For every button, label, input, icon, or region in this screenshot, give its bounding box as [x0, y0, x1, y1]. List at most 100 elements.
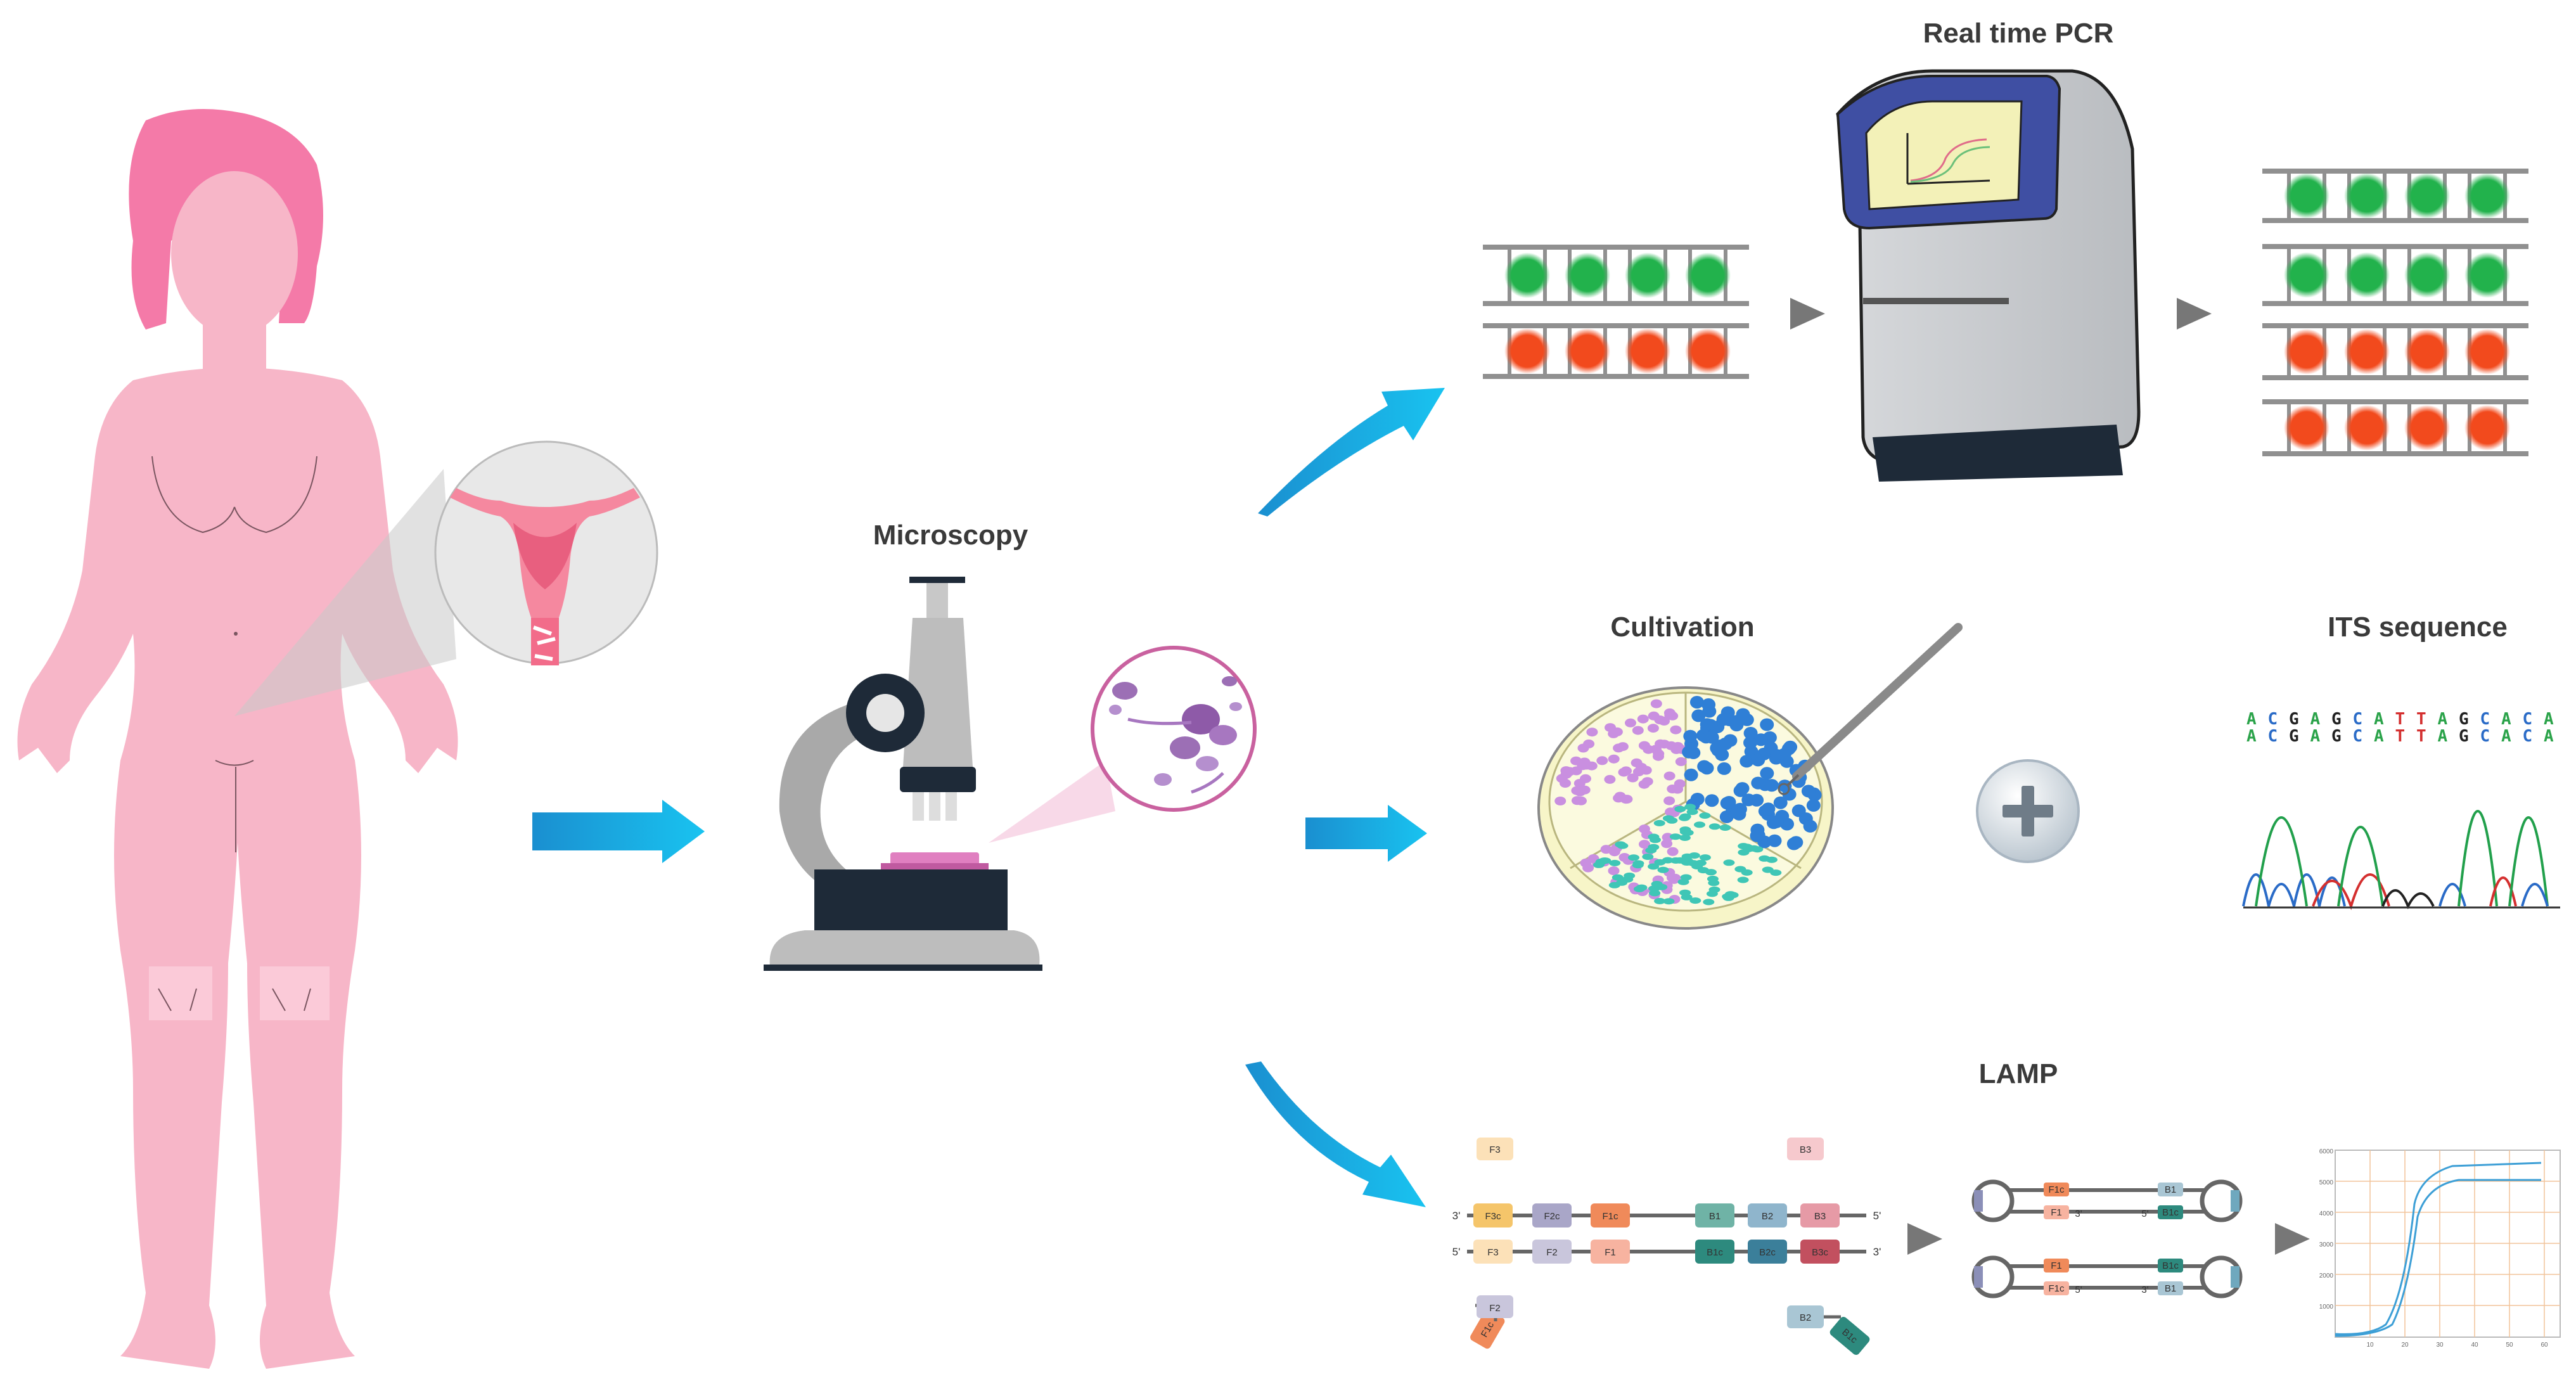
lamp-primer-label: F3	[1487, 1247, 1499, 1258]
svg-text:F1c: F1c	[2048, 1283, 2065, 1294]
its-base-letter: A	[2438, 727, 2448, 746]
grey-chevron-icon	[1790, 298, 1825, 330]
its-base-letter: C	[2353, 710, 2363, 729]
its-base-letter: G	[2289, 727, 2299, 746]
lamp-primer-box	[1591, 1240, 1630, 1264]
svg-text:B1: B1	[2165, 1184, 2176, 1195]
lamp-primer-box	[1591, 1203, 1630, 1228]
green-fluor-dot	[2404, 252, 2450, 298]
amp-y-tick: 2000	[2319, 1272, 2334, 1279]
its-sequence-title: ITS sequence	[2328, 612, 2508, 643]
petri-dish-icon	[1537, 623, 1963, 930]
lamp-primer-label: B3c	[1812, 1247, 1828, 1258]
head-shape	[171, 171, 298, 336]
dumbbell-bottom: F1 F1c 5' 3' B1c B1	[1971, 1255, 2243, 1298]
amp-y-tick: 4000	[2319, 1210, 2334, 1217]
lamp-primer-label: F1	[1605, 1247, 1616, 1258]
uterus-icon	[450, 488, 640, 665]
green-fluor-dot	[1625, 252, 1670, 298]
its-base-letter: A	[2374, 727, 2384, 746]
svg-text:5': 5'	[2075, 1285, 2082, 1295]
green-fluor-dot	[1504, 252, 1550, 298]
svg-text:F1: F1	[2051, 1260, 2062, 1271]
amp-y-tick: 3000	[2319, 1241, 2334, 1248]
lamp-primer-label: F3c	[1485, 1211, 1501, 1222]
amp-x-tick: 50	[2506, 1342, 2513, 1349]
red-fluor-dot	[1504, 328, 1550, 374]
its-base-letter: T	[2395, 727, 2406, 746]
knee-band-right	[260, 966, 330, 1020]
lamp-primer-label: F2	[1546, 1247, 1558, 1258]
its-base-letter: A	[2438, 710, 2448, 729]
red-fluor-dot	[2464, 329, 2510, 375]
svg-text:F2: F2	[1489, 1303, 1501, 1314]
loose-primer-left: F1c F2	[1470, 1295, 1513, 1349]
grey-chevron-icon	[2177, 298, 2212, 330]
lamp-primer-box	[1800, 1240, 1840, 1264]
its-base-letter: C	[2268, 727, 2278, 746]
cultivation-title: Cultivation	[1610, 612, 1755, 643]
knee-band-left	[149, 966, 212, 1020]
callout-beam	[234, 469, 456, 716]
svg-text:B1: B1	[2165, 1283, 2176, 1294]
lamp-primer-box	[1748, 1240, 1787, 1264]
amp-y-tick: 6000	[2319, 1148, 2334, 1155]
realtime-pcr-title: Real time PCR	[1923, 18, 2114, 49]
strand-end-label: 5'	[1452, 1246, 1461, 1258]
red-fluor-dot	[2284, 405, 2329, 451]
amp-x-tick: 30	[2436, 1342, 2444, 1349]
lamp-primer-box	[1695, 1240, 1734, 1264]
blue-arrow-icon	[1245, 1061, 1426, 1207]
lamp-primer-box	[1532, 1203, 1572, 1228]
hair-shape	[129, 109, 324, 330]
amp-x-tick: 20	[2401, 1342, 2409, 1349]
blue-arrow-icon	[1258, 388, 1445, 516]
body-shape	[17, 368, 458, 1369]
microscopy-title: Microscopy	[873, 520, 1028, 551]
its-base-letter: T	[2395, 710, 2406, 729]
grey-chevron-icon	[1907, 1223, 1942, 1255]
lamp-primer-box	[1695, 1203, 1734, 1228]
its-base-letter: A	[2246, 727, 2257, 746]
red-fluor-dot	[2464, 405, 2510, 451]
primer-b3-label: B3	[1800, 1144, 1811, 1155]
microscope-icon	[764, 577, 1042, 971]
blue-arrow-icon	[532, 800, 705, 863]
red-fluor-dot	[2284, 329, 2329, 375]
lamp-primer-label: B1c	[1707, 1247, 1723, 1258]
green-fluor-dot	[2404, 173, 2450, 219]
its-base-letter: C	[2268, 710, 2278, 729]
svg-text:F1c: F1c	[2048, 1184, 2065, 1195]
red-fluor-dot	[2404, 329, 2450, 375]
its-base-letter: C	[2523, 727, 2533, 746]
green-fluor-dot	[2284, 252, 2329, 298]
svg-text:B1c: B1c	[2162, 1207, 2179, 1218]
svg-text:B2: B2	[1800, 1312, 1811, 1323]
strand-end-label: 3'	[1452, 1210, 1461, 1222]
green-fluor-dot	[1685, 252, 1731, 298]
amp-x-tick: 60	[2541, 1342, 2548, 1349]
plus-icon	[1976, 759, 2080, 863]
green-fluor-dot	[2344, 252, 2390, 298]
pcr-dna-after	[2262, 169, 2528, 456]
lamp-primer-box	[1532, 1240, 1572, 1264]
red-fluor-dot	[1565, 328, 1610, 374]
its-base-letter: G	[2331, 710, 2342, 729]
lamp-primer-box	[1800, 1203, 1840, 1228]
red-fluor-dot	[2404, 405, 2450, 451]
its-base-letter: A	[2501, 710, 2511, 729]
dumbbell-top: F1c F1 3' 5' B1 B1c	[1971, 1179, 2243, 1222]
amp-y-tick: 1000	[2319, 1304, 2334, 1311]
blue-arrow-icon	[1305, 805, 1427, 862]
amp-y-tick: 5000	[2319, 1179, 2334, 1186]
loose-primer-right: B2 B1c	[1787, 1305, 1870, 1355]
amp-curve-2	[2335, 1179, 2541, 1337]
svg-text:3': 3'	[2141, 1285, 2148, 1295]
neck-shape	[203, 317, 266, 374]
woman-figure-icon	[17, 109, 658, 1369]
its-base-letter: T	[2416, 710, 2426, 729]
its-base-letter: A	[2374, 710, 2384, 729]
its-base-letter: G	[2289, 710, 2299, 729]
